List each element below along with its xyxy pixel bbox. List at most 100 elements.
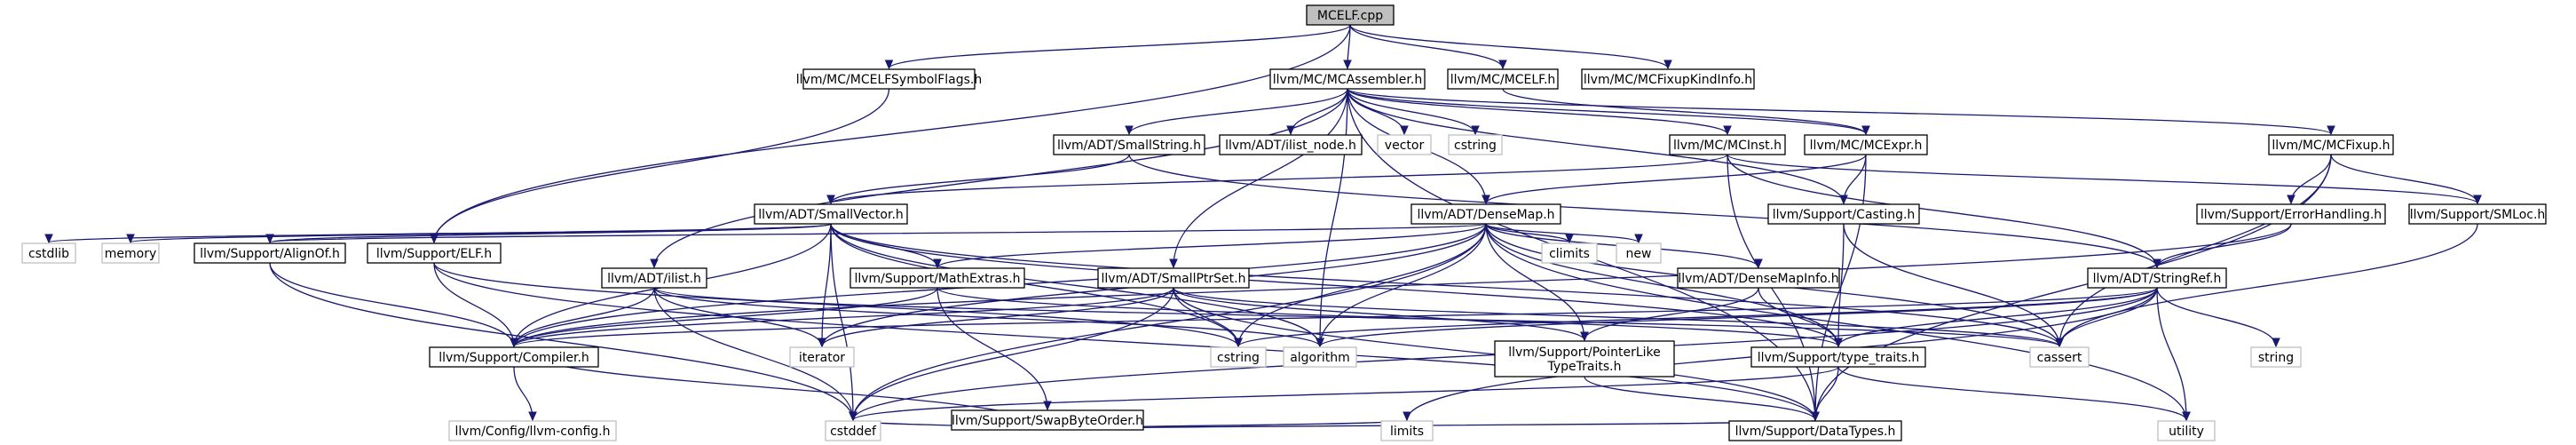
node-box (802, 68, 976, 90)
node-alignof[interactable]: llvm/Support/AlignOf.h (194, 242, 346, 264)
edge-root-to-elfh (434, 24, 1351, 242)
node-label: llvm/Support/type_traits.h (1758, 351, 1920, 365)
edge-stringref-to-typetraits (1838, 287, 2158, 346)
node-label: llvm/Support/DataTypes.h (1735, 425, 1896, 439)
node-label: cstring (1454, 139, 1497, 153)
node-label: cstring (1217, 351, 1260, 365)
node-label: vector (1385, 139, 1425, 153)
node-box (825, 420, 881, 441)
node-label: llvm/ADT/ilist_node.h (1225, 139, 1356, 153)
node-symflags[interactable]: llvm/MC/MCELFSymbolFlags.h (796, 68, 982, 90)
node-stringref[interactable]: llvm/ADT/StringRef.h (2087, 267, 2227, 289)
node-box (2087, 267, 2227, 289)
node-limits: limits (1380, 420, 1434, 441)
node-label: llvm/ADT/ilist.h (607, 272, 701, 286)
edge-smallstring-to-stringref (1128, 154, 2157, 267)
node-label: llvm/MC/MCAssembler.h (1273, 73, 1422, 87)
edge-mcfixup-to-errorhandling (2291, 154, 2332, 203)
node-errorhandling[interactable]: llvm/Support/ErrorHandling.h (2196, 203, 2386, 225)
node-densemapinfo[interactable]: llvm/ADT/DenseMapInfo.h (1677, 267, 1840, 289)
node-box (2268, 134, 2394, 155)
node-label: llvm/Support/Compiler.h (439, 351, 589, 365)
node-box (849, 267, 1025, 289)
node-label: llvm/Support/SwapByteOrder.h (952, 414, 1143, 428)
node-vector: vector (1377, 134, 1432, 155)
node-mcelfh[interactable]: llvm/MC/MCELF.h (1447, 68, 1559, 90)
edge-assembler-to-algorithm (1320, 88, 1348, 346)
node-box (2196, 203, 2386, 225)
node-label: TypeTraits.h (1547, 360, 1622, 374)
node-box (2250, 346, 2302, 368)
node-label: llvm/ADT/SmallVector.h (758, 208, 904, 222)
node-smallstring[interactable]: llvm/ADT/SmallString.h (1053, 134, 1205, 155)
node-casting[interactable]: llvm/Support/Casting.h (1767, 203, 1920, 225)
node-box (1219, 134, 1363, 155)
edge-mcinst-to-stringref (1727, 154, 2157, 267)
edge-elfh-to-datatypes (433, 262, 1815, 420)
edge-root-to-mcelfh (1349, 24, 1503, 68)
edge-elfh-to-compiler (433, 262, 514, 346)
node-box (1677, 267, 1840, 289)
edge-smallptrset-to-cassert (1173, 287, 2059, 346)
node-smallvector[interactable]: llvm/ADT/SmallVector.h (754, 203, 908, 225)
edge-casting-to-cassert (1843, 223, 2059, 346)
edge-ilist-to-iterator (653, 287, 822, 346)
node-box (754, 203, 908, 225)
node-densemap[interactable]: llvm/ADT/DenseMap.h (1410, 203, 1561, 225)
edge-layer (49, 24, 2477, 431)
node-ilist[interactable]: llvm/ADT/ilist.h (601, 267, 707, 289)
edge-typetraits-to-cstddef (853, 366, 1839, 420)
node-mcexpr[interactable]: llvm/MC/MCExpr.h (1804, 134, 1928, 155)
edge-densemap-to-cstddef (853, 223, 1487, 420)
node-box (1097, 267, 1250, 289)
node-label: memory (105, 247, 157, 261)
edge-mcelfh-to-mcexpr (1502, 88, 1866, 134)
node-algorithm: algorithm (1283, 346, 1357, 368)
node-box (1728, 420, 1902, 441)
node-typetraits[interactable]: llvm/Support/type_traits.h (1750, 346, 1926, 368)
node-mcfixup[interactable]: llvm/MC/MCFixup.h (2268, 134, 2394, 155)
edge-smallptrset-to-iterator (822, 287, 1174, 346)
edge-root-to-symflags (889, 24, 1351, 68)
node-smloc[interactable]: llvm/Support/SMLoc.h (2408, 203, 2547, 225)
node-cstring: cstring (1210, 346, 1267, 368)
edge-densemapinfo-to-typetraits (1758, 287, 1838, 346)
edge-smallvector-to-cstring (830, 223, 1238, 346)
node-assembler[interactable]: llvm/MC/MCAssembler.h (1269, 68, 1426, 90)
node-cstdlib: cstdlib (21, 242, 76, 264)
edge-stringref-to-cassert (2059, 287, 2158, 346)
node-llvmconfig: llvm/Config/llvm-config.h (448, 420, 617, 441)
edge-casting-to-typetraits (1838, 223, 1845, 346)
node-mcinst[interactable]: llvm/MC/MCInst.h (1669, 134, 1786, 155)
node-datatypes[interactable]: llvm/Support/DataTypes.h (1728, 420, 1902, 441)
node-box (1283, 346, 1357, 368)
node-box (1616, 242, 1662, 264)
node-label: llvm/Support/ErrorHandling.h (2201, 208, 2382, 222)
edge-mcinst-to-smloc (1727, 154, 2477, 203)
node-elfh[interactable]: llvm/Support/ELF.h (367, 242, 502, 264)
edge-mathextras-to-compiler (514, 287, 938, 346)
node-swapbyteorder[interactable]: llvm/Support/SwapByteOrder.h (951, 409, 1144, 431)
node-box (789, 346, 855, 368)
node-label: llvm/ADT/DenseMapInfo.h (1678, 272, 1838, 286)
node-fixupkind[interactable]: llvm/MC/MCFixupKindInfo.h (1581, 68, 1755, 90)
node-box (194, 242, 346, 264)
edge-smallptrset-to-cstring (1173, 287, 1238, 346)
node-label: llvm/ADT/SmallPtrSet.h (1102, 272, 1246, 286)
node-utility: utility (2157, 420, 2216, 441)
node-compiler[interactable]: llvm/Support/Compiler.h (429, 346, 599, 368)
node-label: cassert (2037, 351, 2082, 365)
node-ilistnode[interactable]: llvm/ADT/ilist_node.h (1219, 134, 1363, 155)
node-box (367, 242, 502, 264)
edge-assembler-to-mcfixup (1347, 88, 2331, 134)
node-mathextras[interactable]: llvm/Support/MathExtras.h (849, 267, 1025, 289)
node-label: llvm/MC/MCFixupKindInfo.h (1584, 73, 1752, 87)
node-label: cstdlib (28, 247, 69, 261)
edge-densemap-to-mathextras (937, 223, 1487, 267)
edge-alignof-to-compiler (269, 262, 514, 346)
node-smallptrset[interactable]: llvm/ADT/SmallPtrSet.h (1097, 267, 1250, 289)
edge-smallvector-to-cassert (830, 223, 2059, 346)
edge-densemap-to-alignof (270, 223, 1487, 242)
node-box (1447, 68, 1559, 90)
